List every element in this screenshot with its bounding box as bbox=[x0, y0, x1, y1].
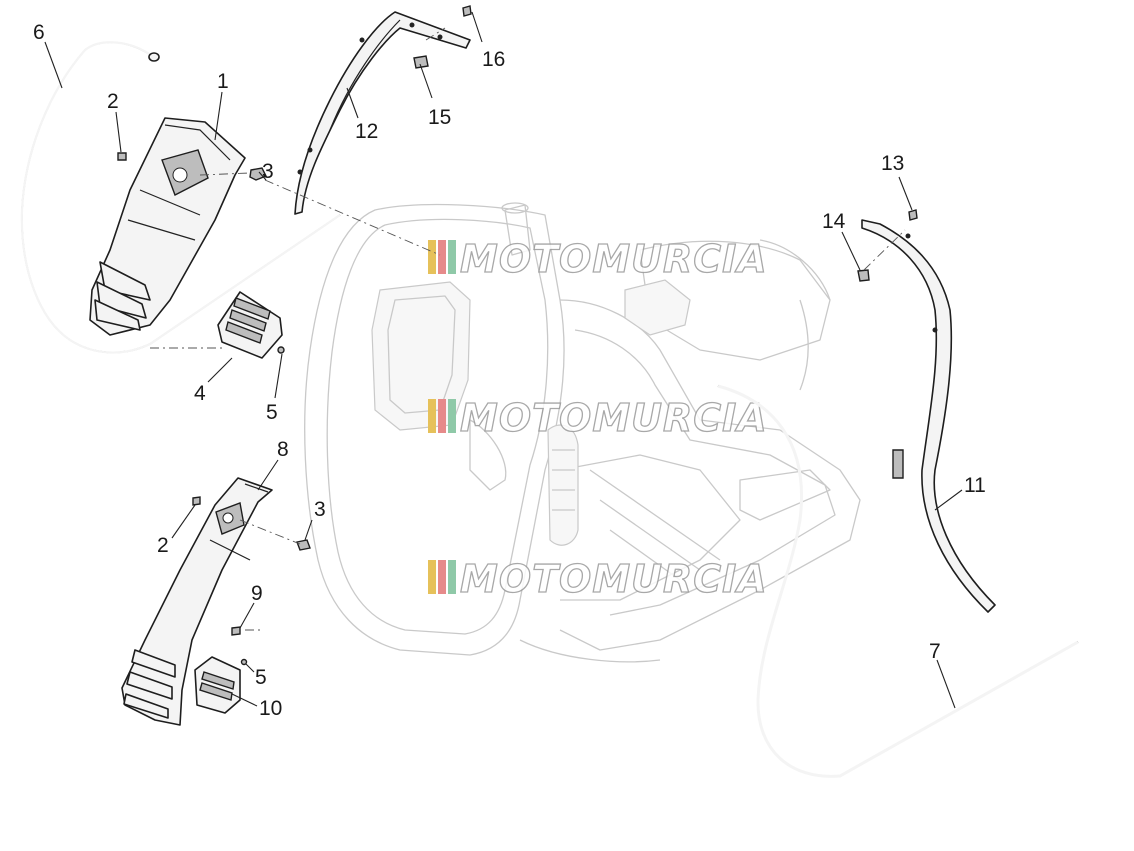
callout-7: 7 bbox=[929, 640, 941, 663]
callout-2: 2 bbox=[107, 90, 119, 113]
part-8-lower-cover bbox=[121, 477, 273, 726]
watermark-1: MOTOMURCIA bbox=[428, 236, 768, 282]
leader-lines bbox=[44, 11, 963, 709]
watermark-text: MOTOMURCIA bbox=[460, 396, 768, 440]
part-1-horn-cover bbox=[89, 117, 246, 336]
fasteners bbox=[117, 5, 918, 666]
callout-10: 10 bbox=[259, 697, 282, 720]
callout-16: 16 bbox=[482, 48, 505, 71]
callout-11: 11 bbox=[964, 474, 986, 497]
callout-5: 5 bbox=[266, 401, 278, 424]
alignment-lines bbox=[150, 27, 906, 631]
callout-13: 13 bbox=[881, 152, 904, 175]
callout-5: 5 bbox=[255, 666, 267, 689]
callout-12: 12 bbox=[355, 120, 378, 143]
callout-15: 15 bbox=[428, 106, 451, 129]
callouts: 6 2 1 3 4 5 16 15 12 13 14 11 8 2 3 9 5 … bbox=[33, 21, 986, 720]
callout-8: 8 bbox=[277, 438, 289, 461]
part-6-trim-strip bbox=[20, 41, 341, 354]
callout-6: 6 bbox=[33, 21, 45, 44]
watermark-text: MOTOMURCIA bbox=[460, 557, 768, 601]
callout-3: 3 bbox=[262, 160, 274, 183]
callout-2: 2 bbox=[157, 534, 169, 557]
callout-3: 3 bbox=[314, 498, 326, 521]
watermark-text: MOTOMURCIA bbox=[460, 237, 768, 281]
callout-1: 1 bbox=[217, 70, 229, 93]
watermark-3: MOTOMURCIA bbox=[428, 556, 768, 602]
part-11-trim-arm bbox=[861, 219, 996, 613]
callout-9: 9 bbox=[251, 582, 263, 605]
callout-14: 14 bbox=[822, 210, 846, 233]
part-10-grille bbox=[194, 656, 241, 714]
part-4-grille bbox=[217, 291, 283, 359]
callout-4: 4 bbox=[194, 382, 206, 405]
part-12-trim-arm bbox=[294, 11, 471, 215]
part-7-trim-strip bbox=[717, 384, 1079, 778]
watermark-2: MOTOMURCIA bbox=[428, 395, 768, 441]
